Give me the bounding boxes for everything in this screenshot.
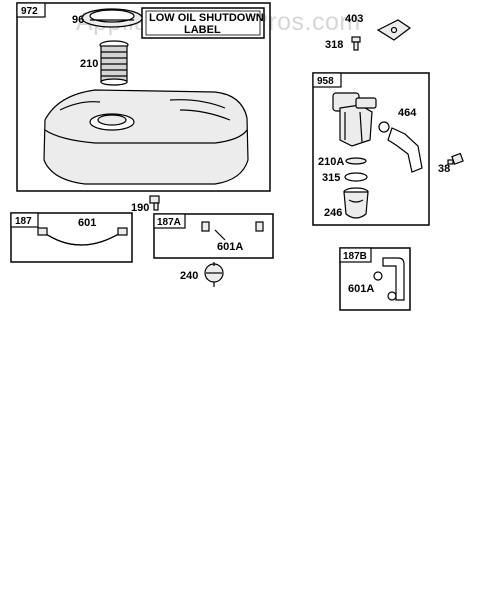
shutoff-valve-part bbox=[332, 92, 377, 147]
fuel-strainer-part bbox=[99, 40, 129, 86]
group-id-187a: 187A bbox=[157, 217, 181, 228]
fuel-cap-part bbox=[81, 8, 143, 28]
low-oil-label-line1: LOW OIL SHUTDOWN bbox=[149, 12, 264, 24]
screw-318-part bbox=[351, 36, 361, 51]
low-oil-label-line2: LABEL bbox=[184, 24, 221, 36]
group-box-187a bbox=[153, 213, 274, 259]
part-label-210a: 210A bbox=[318, 156, 344, 168]
group-box-187b bbox=[339, 247, 411, 311]
fuel-filter-240-part bbox=[204, 262, 224, 287]
gasket-210a-part bbox=[345, 157, 367, 165]
fuel-tank-part bbox=[43, 89, 249, 185]
part-label-246: 246 bbox=[324, 207, 342, 219]
o-ring-464-part bbox=[378, 121, 390, 133]
part-label-210: 210 bbox=[80, 58, 98, 70]
part-label-190: 190 bbox=[131, 202, 149, 214]
part-label-601a-187a: 601A bbox=[217, 241, 243, 253]
part-label-240: 240 bbox=[180, 270, 198, 282]
screw-38-part bbox=[447, 152, 464, 165]
group-id-box-972 bbox=[16, 2, 46, 18]
group-id-187b: 187B bbox=[343, 251, 367, 262]
group-id-box-187a bbox=[153, 213, 186, 229]
part-label-403: 403 bbox=[345, 13, 363, 25]
sediment-bowl-part bbox=[343, 187, 369, 219]
low-oil-label-box bbox=[141, 7, 265, 39]
group-id-box-187b bbox=[339, 247, 372, 263]
group-id-187: 187 bbox=[15, 216, 32, 227]
group-id-972: 972 bbox=[21, 6, 38, 17]
elbow-hose-187b-part bbox=[373, 257, 405, 301]
part-label-601a-187b: 601A bbox=[348, 283, 374, 295]
screw-190-part bbox=[149, 195, 160, 211]
fuel-line-187a-part bbox=[201, 221, 264, 241]
group-box-972 bbox=[16, 2, 271, 192]
part-label-38: 38 bbox=[438, 163, 450, 175]
group-box-187 bbox=[10, 212, 133, 263]
bracket-part bbox=[376, 19, 412, 41]
part-label-96: 96 bbox=[72, 14, 84, 26]
group-box-958 bbox=[312, 72, 430, 226]
outlet-tube-part bbox=[387, 127, 423, 173]
group-id-958: 958 bbox=[317, 76, 334, 87]
group-id-box-187 bbox=[10, 212, 39, 228]
part-label-315: 315 bbox=[322, 172, 340, 184]
part-label-601: 601 bbox=[78, 217, 96, 229]
part-label-318: 318 bbox=[325, 39, 343, 51]
fuel-line-187-part bbox=[37, 227, 128, 246]
group-id-box-958 bbox=[312, 72, 342, 88]
part-label-464: 464 bbox=[398, 107, 417, 119]
gasket-315-part bbox=[344, 172, 368, 182]
